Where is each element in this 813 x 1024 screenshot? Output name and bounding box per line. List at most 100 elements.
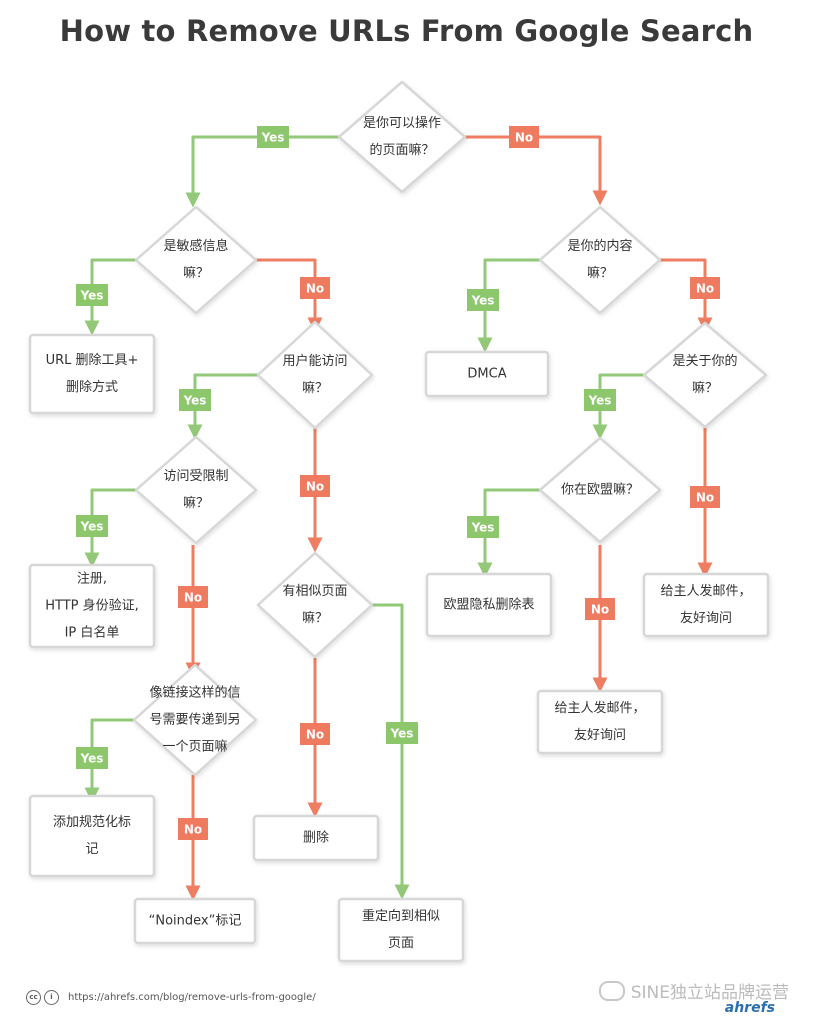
node-label: 像链接这样的信 bbox=[149, 685, 240, 701]
node-label: 添加规范化标 bbox=[53, 815, 131, 830]
node-label: 注册, bbox=[77, 572, 107, 587]
badge-label: No bbox=[184, 591, 202, 605]
node-label: 是你的内容 bbox=[567, 238, 632, 254]
node-label: 嘛？ bbox=[302, 380, 328, 396]
decision-diamond bbox=[134, 435, 258, 545]
badge-yes: Yes bbox=[76, 284, 108, 306]
node-label: 有相似页面 bbox=[282, 584, 347, 599]
action-box bbox=[252, 814, 380, 862]
badge-no: No bbox=[509, 126, 539, 148]
node-label: HTTP 身份验证, bbox=[45, 598, 139, 614]
badge-yes: Yes bbox=[467, 516, 499, 538]
action-box bbox=[424, 350, 550, 398]
connector-yes bbox=[185, 135, 340, 208]
badge-label: Yes bbox=[80, 289, 104, 303]
node-label: 友好询问 bbox=[574, 727, 626, 743]
node-a-dmca: DMCA bbox=[424, 350, 550, 398]
connector-yes bbox=[370, 603, 410, 900]
node-label: 给主人发邮件， bbox=[660, 583, 751, 599]
cc-icon: cc bbox=[26, 990, 41, 1005]
node-label: 号需要传递到另 bbox=[149, 713, 240, 728]
badge-label: Yes bbox=[80, 752, 104, 766]
connector-yes bbox=[477, 488, 545, 578]
watermark-text: SINE独立站品牌运营 bbox=[630, 983, 789, 1003]
nodes: 是你可以操作的页面嘛？是敏感信息嘛？是你的内容嘛？用户能访问嘛？是关于你的嘛？访… bbox=[28, 80, 770, 963]
badge-label: Yes bbox=[80, 520, 104, 534]
badge-label: No bbox=[184, 823, 202, 837]
footer: cc i https://ahrefs.com/blog/remove-urls… bbox=[26, 990, 316, 1005]
wechat-icon bbox=[598, 980, 625, 1001]
badge-label: No bbox=[515, 131, 533, 145]
decision-diamond bbox=[538, 205, 662, 315]
node-label: 用户能访问 bbox=[282, 353, 347, 369]
action-box bbox=[642, 572, 770, 638]
badge-label: No bbox=[306, 728, 324, 742]
source-url[interactable]: https://ahrefs.com/blog/remove-urls-from… bbox=[68, 992, 316, 1003]
badge-label: No bbox=[306, 282, 324, 296]
badge-no: No bbox=[178, 818, 208, 840]
badge-no: No bbox=[585, 598, 615, 620]
action-box bbox=[28, 794, 156, 878]
decision-diamond bbox=[642, 321, 768, 429]
badge-label: No bbox=[696, 491, 714, 505]
page-title: How to Remove URLs From Google Search bbox=[59, 14, 754, 48]
connector-yes bbox=[592, 373, 645, 440]
node-label: 重定向到相似 bbox=[362, 908, 440, 924]
badge-label: Yes bbox=[390, 727, 414, 741]
node-a-login: 注册, HTTP 身份验证, IP 白名单 bbox=[28, 563, 156, 649]
node-label: 是你可以操作 bbox=[363, 115, 441, 131]
badge-no: No bbox=[300, 475, 330, 497]
node-label: 删除方式 bbox=[66, 379, 118, 395]
badge-yes: Yes bbox=[76, 515, 108, 537]
connector-yes bbox=[187, 373, 258, 440]
action-box bbox=[28, 563, 156, 649]
badge-label: Yes bbox=[261, 131, 285, 145]
watermark: SINE独立站品牌运营 bbox=[598, 978, 789, 1003]
badge-yes: Yes bbox=[179, 389, 211, 411]
node-label: 给主人发邮件， bbox=[554, 700, 645, 716]
badge-no: No bbox=[690, 486, 720, 508]
badge-yes: Yes bbox=[584, 389, 616, 411]
badge-yes: Yes bbox=[386, 722, 418, 744]
node-a-email-owner-2: 给主人发邮件， 友好询问 bbox=[536, 689, 664, 755]
node-label: IP 白名单 bbox=[65, 625, 120, 641]
node-q-eu: 你在欧盟嘛？ bbox=[538, 436, 662, 544]
node-label: 的页面嘛？ bbox=[369, 142, 434, 158]
node-label: 是敏感信息 bbox=[163, 238, 228, 254]
node-label: 嘛？ bbox=[587, 265, 613, 281]
badge-no: No bbox=[300, 723, 330, 745]
node-label: “Noindex”标记 bbox=[149, 914, 242, 929]
node-label: 嘛？ bbox=[183, 265, 209, 281]
badge-label: No bbox=[696, 282, 714, 296]
node-label: 一个页面嘛 bbox=[162, 739, 227, 755]
node-a-url-tool: URL 删除工具+删除方式 bbox=[28, 333, 156, 415]
badge-label: No bbox=[306, 480, 324, 494]
node-label: 记 bbox=[85, 842, 98, 857]
action-box bbox=[337, 897, 465, 963]
badge-label: Yes bbox=[471, 521, 495, 535]
badge-yes: Yes bbox=[467, 289, 499, 311]
badge-label: Yes bbox=[183, 394, 207, 408]
decision-diamond bbox=[256, 320, 374, 430]
action-box bbox=[536, 689, 664, 755]
node-label: 嘛？ bbox=[183, 495, 209, 511]
node-label: 访问受限制 bbox=[163, 469, 228, 484]
decision-diamond bbox=[132, 663, 258, 777]
action-box bbox=[28, 333, 156, 415]
node-a-email-owner: 给主人发邮件，友好询问 bbox=[642, 572, 770, 638]
decision-diamond bbox=[256, 551, 374, 659]
node-label: 嘛？ bbox=[692, 380, 718, 396]
node-label: 欧盟隐私删除表 bbox=[443, 598, 534, 613]
decision-diamond bbox=[538, 436, 662, 544]
node-label: 页面 bbox=[388, 936, 414, 951]
badge-yes: Yes bbox=[257, 126, 289, 148]
badge-label: No bbox=[591, 603, 609, 617]
